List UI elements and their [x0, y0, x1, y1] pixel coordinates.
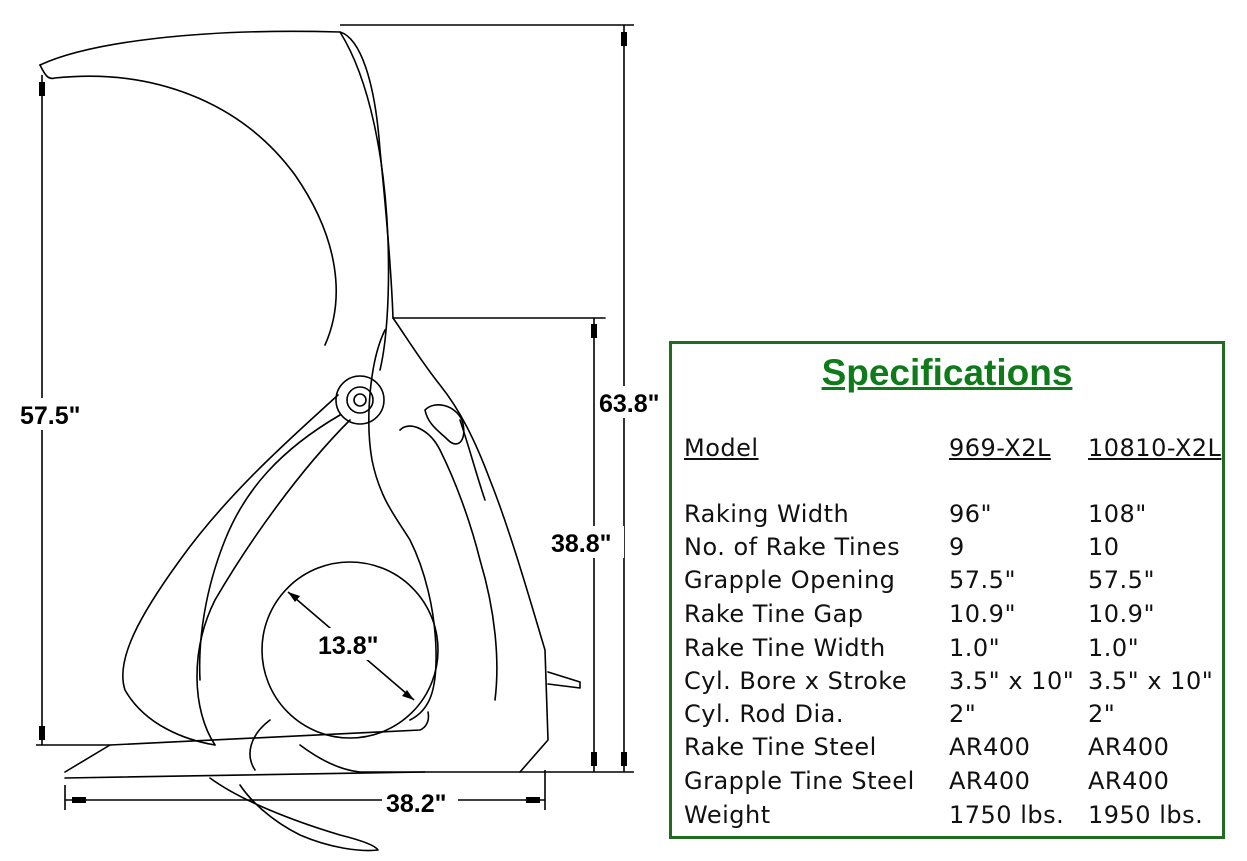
spec-value-a: 9 [949, 533, 965, 561]
spec-value-b: 108" [1088, 500, 1147, 528]
spec-row: Grapple Opening 57.5" 57.5" [684, 566, 1224, 599]
spec-value-a: 10.9" [949, 600, 1016, 628]
spec-label: Rake Tine Gap [684, 600, 864, 628]
spec-row: Grapple Tine Steel AR400 AR400 [684, 767, 1224, 800]
grapple-brace [198, 414, 341, 681]
spec-header-row: Model 969-X2L 10810-X2L [684, 434, 1224, 467]
model-a-label: 969-X2L [949, 434, 1051, 462]
slot [424, 404, 465, 445]
spec-value-b: 1.0" [1088, 634, 1140, 662]
spec-row: No. of Rake Tines 9 10 [684, 533, 1224, 566]
spec-value-a: 3.5" x 10" [949, 667, 1075, 695]
spec-label: Weight [684, 801, 771, 829]
dim-label-tine-depth: 38.2" [386, 790, 447, 818]
spec-value-b: 57.5" [1088, 566, 1155, 594]
spec-row: Cyl. Bore x Stroke 3.5" x 10" 3.5" x 10" [684, 667, 1224, 700]
spec-label: Grapple Opening [684, 566, 896, 594]
spec-value-a: 57.5" [949, 566, 1016, 594]
spec-label: Rake Tine Steel [684, 733, 877, 761]
spec-value-a: AR400 [949, 733, 1031, 761]
spec-label: Raking Width [684, 500, 850, 528]
upper-claw-outer [339, 31, 390, 371]
hitch [547, 671, 581, 689]
dim-label-frame-height: 38.8" [551, 530, 612, 558]
grapple-arm [121, 394, 339, 746]
spec-row: Rake Tine Gap 10.9" 10.9" [684, 600, 1224, 633]
tine-front [64, 744, 426, 779]
spec-row: Weight 1750 lbs. 1950 lbs. [684, 801, 1224, 834]
model-b-label: 10810-X2L [1088, 434, 1222, 462]
upper-claw-inner [39, 64, 337, 346]
pivot-mid [346, 386, 374, 414]
spec-row: Rake Tine Width 1.0" 1.0" [684, 634, 1224, 667]
spec-value-b: 10 [1088, 533, 1120, 561]
pivot-outer [335, 375, 385, 425]
tine-brace [249, 719, 271, 771]
spec-value-b: AR400 [1088, 733, 1170, 761]
spec-row: Rake Tine Steel AR400 AR400 [684, 733, 1224, 766]
frame-upright [392, 317, 549, 773]
spec-row: Raking Width 96" 108" [684, 500, 1224, 533]
slot-rib [459, 419, 486, 501]
frame-front [368, 329, 437, 721]
spec-value-b: 10.9" [1088, 600, 1155, 628]
tine-top [109, 711, 430, 746]
spec-value-b: 2" [1088, 700, 1116, 728]
spec-label: No. of Rake Tines [684, 533, 901, 561]
pivot-inner [353, 393, 367, 407]
dim-label-grapple-opening: 57.5" [20, 402, 81, 430]
specifications-box: Specifications Model 969-X2L 10810-X2L R… [669, 341, 1225, 839]
frame-inner [399, 425, 498, 701]
upper-claw [39, 30, 394, 319]
spec-value-a: 96" [949, 500, 993, 528]
spec-label: Rake Tine Width [684, 634, 886, 662]
grapple-arm-inner [196, 419, 351, 746]
spec-value-b: AR400 [1088, 767, 1170, 795]
spec-value-a: AR400 [949, 767, 1031, 795]
spec-value-b: 1950 lbs. [1088, 801, 1204, 829]
model-label: Model [684, 434, 759, 462]
bale-circle [261, 561, 439, 739]
tine-lower [209, 777, 379, 852]
spec-label: Cyl. Bore x Stroke [684, 667, 908, 695]
spec-row: Cyl. Rod Dia. 2" 2" [684, 700, 1224, 733]
spec-value-a: 1.0" [949, 634, 1001, 662]
spec-value-a: 1750 lbs. [949, 801, 1065, 829]
dim-label-bale-diameter: 13.8" [318, 632, 379, 660]
spec-label: Grapple Tine Steel [684, 767, 915, 795]
dim-label-overall-height: 63.8" [599, 390, 660, 418]
spec-label: Cyl. Rod Dia. [684, 700, 845, 728]
spec-value-a: 2" [949, 700, 977, 728]
spec-value-b: 3.5" x 10" [1088, 667, 1214, 695]
specifications-title: Specifications [821, 352, 1073, 393]
tine-curve [299, 744, 521, 773]
